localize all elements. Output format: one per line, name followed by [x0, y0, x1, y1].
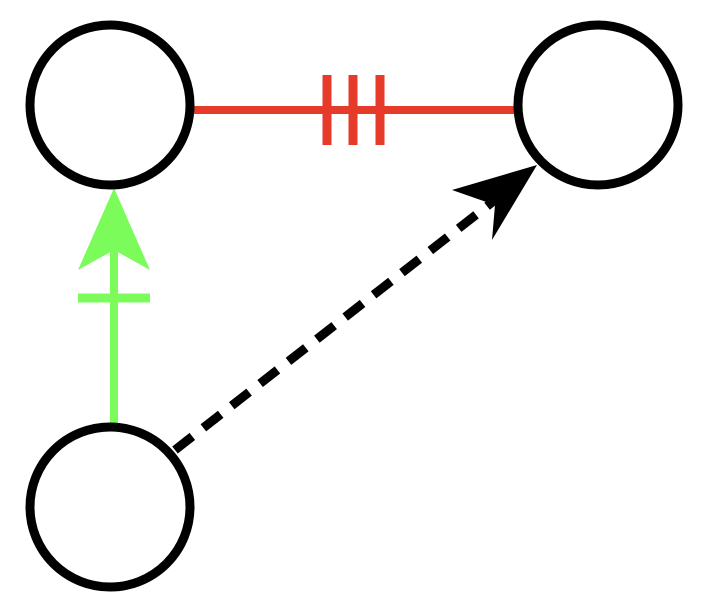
node-top-left — [25, 20, 195, 190]
triple-bar-marker — [322, 75, 385, 145]
edge-bottom-left-to-top-right — [172, 196, 498, 454]
node-bottom-left — [25, 422, 195, 592]
arrowhead-icon — [78, 188, 150, 270]
arrowhead-icon — [452, 165, 537, 240]
node-top-right — [513, 20, 683, 190]
